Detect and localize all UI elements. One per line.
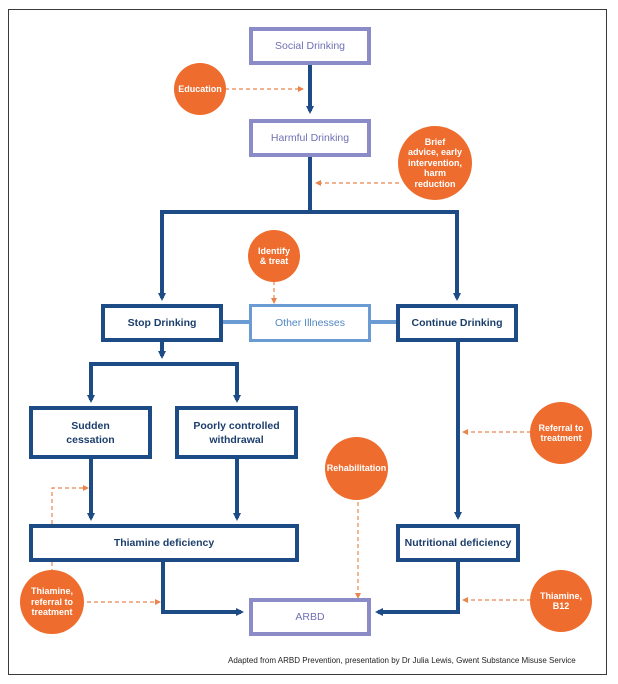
edge-thiamine-to-arbd bbox=[161, 562, 244, 616]
intervention-thiamine-b12: Thiamine, B12 bbox=[530, 570, 592, 632]
node-nutritional-deficiency: Nutritional deficiency bbox=[396, 524, 520, 562]
node-sudden-cessation: Sudden cessation bbox=[29, 406, 152, 459]
node-arbd: ARBD bbox=[249, 598, 371, 636]
edge-nutritional-to-arbd bbox=[375, 562, 460, 616]
intervention-rehabilitation: Rehabilitation bbox=[325, 437, 388, 500]
edge-branch-to-poorly bbox=[162, 362, 241, 403]
node-other-illnesses: Other Illnesses bbox=[249, 304, 371, 342]
edge-split-to-stop bbox=[158, 210, 310, 301]
node-stop-drinking: Stop Drinking bbox=[101, 304, 223, 342]
intervention-education: Education bbox=[174, 63, 226, 115]
edge-branch-to-sudden bbox=[87, 362, 162, 403]
intervention-brief-advice: Brief advice, early intervention, harm r… bbox=[398, 126, 472, 200]
node-poorly-controlled-withdrawal: Poorly controlled withdrawal bbox=[175, 406, 298, 459]
source-caption: Adapted from ARBD Prevention, presentati… bbox=[228, 656, 576, 665]
node-harmful-drinking: Harmful Drinking bbox=[249, 119, 371, 157]
node-thiamine-deficiency: Thiamine deficiency bbox=[29, 524, 299, 562]
edge-split-to-continue bbox=[310, 210, 461, 301]
intervention-identify-treat: Identify & treat bbox=[248, 230, 300, 282]
intervention-referral-to-treatment: Referral to treatment bbox=[530, 402, 592, 464]
node-continue-drinking: Continue Drinking bbox=[396, 304, 518, 342]
diagram-frame bbox=[8, 9, 607, 675]
intervention-thiamine-referral: Thiamine, referral to treatment bbox=[20, 570, 84, 634]
node-social-drinking: Social Drinking bbox=[249, 27, 371, 65]
